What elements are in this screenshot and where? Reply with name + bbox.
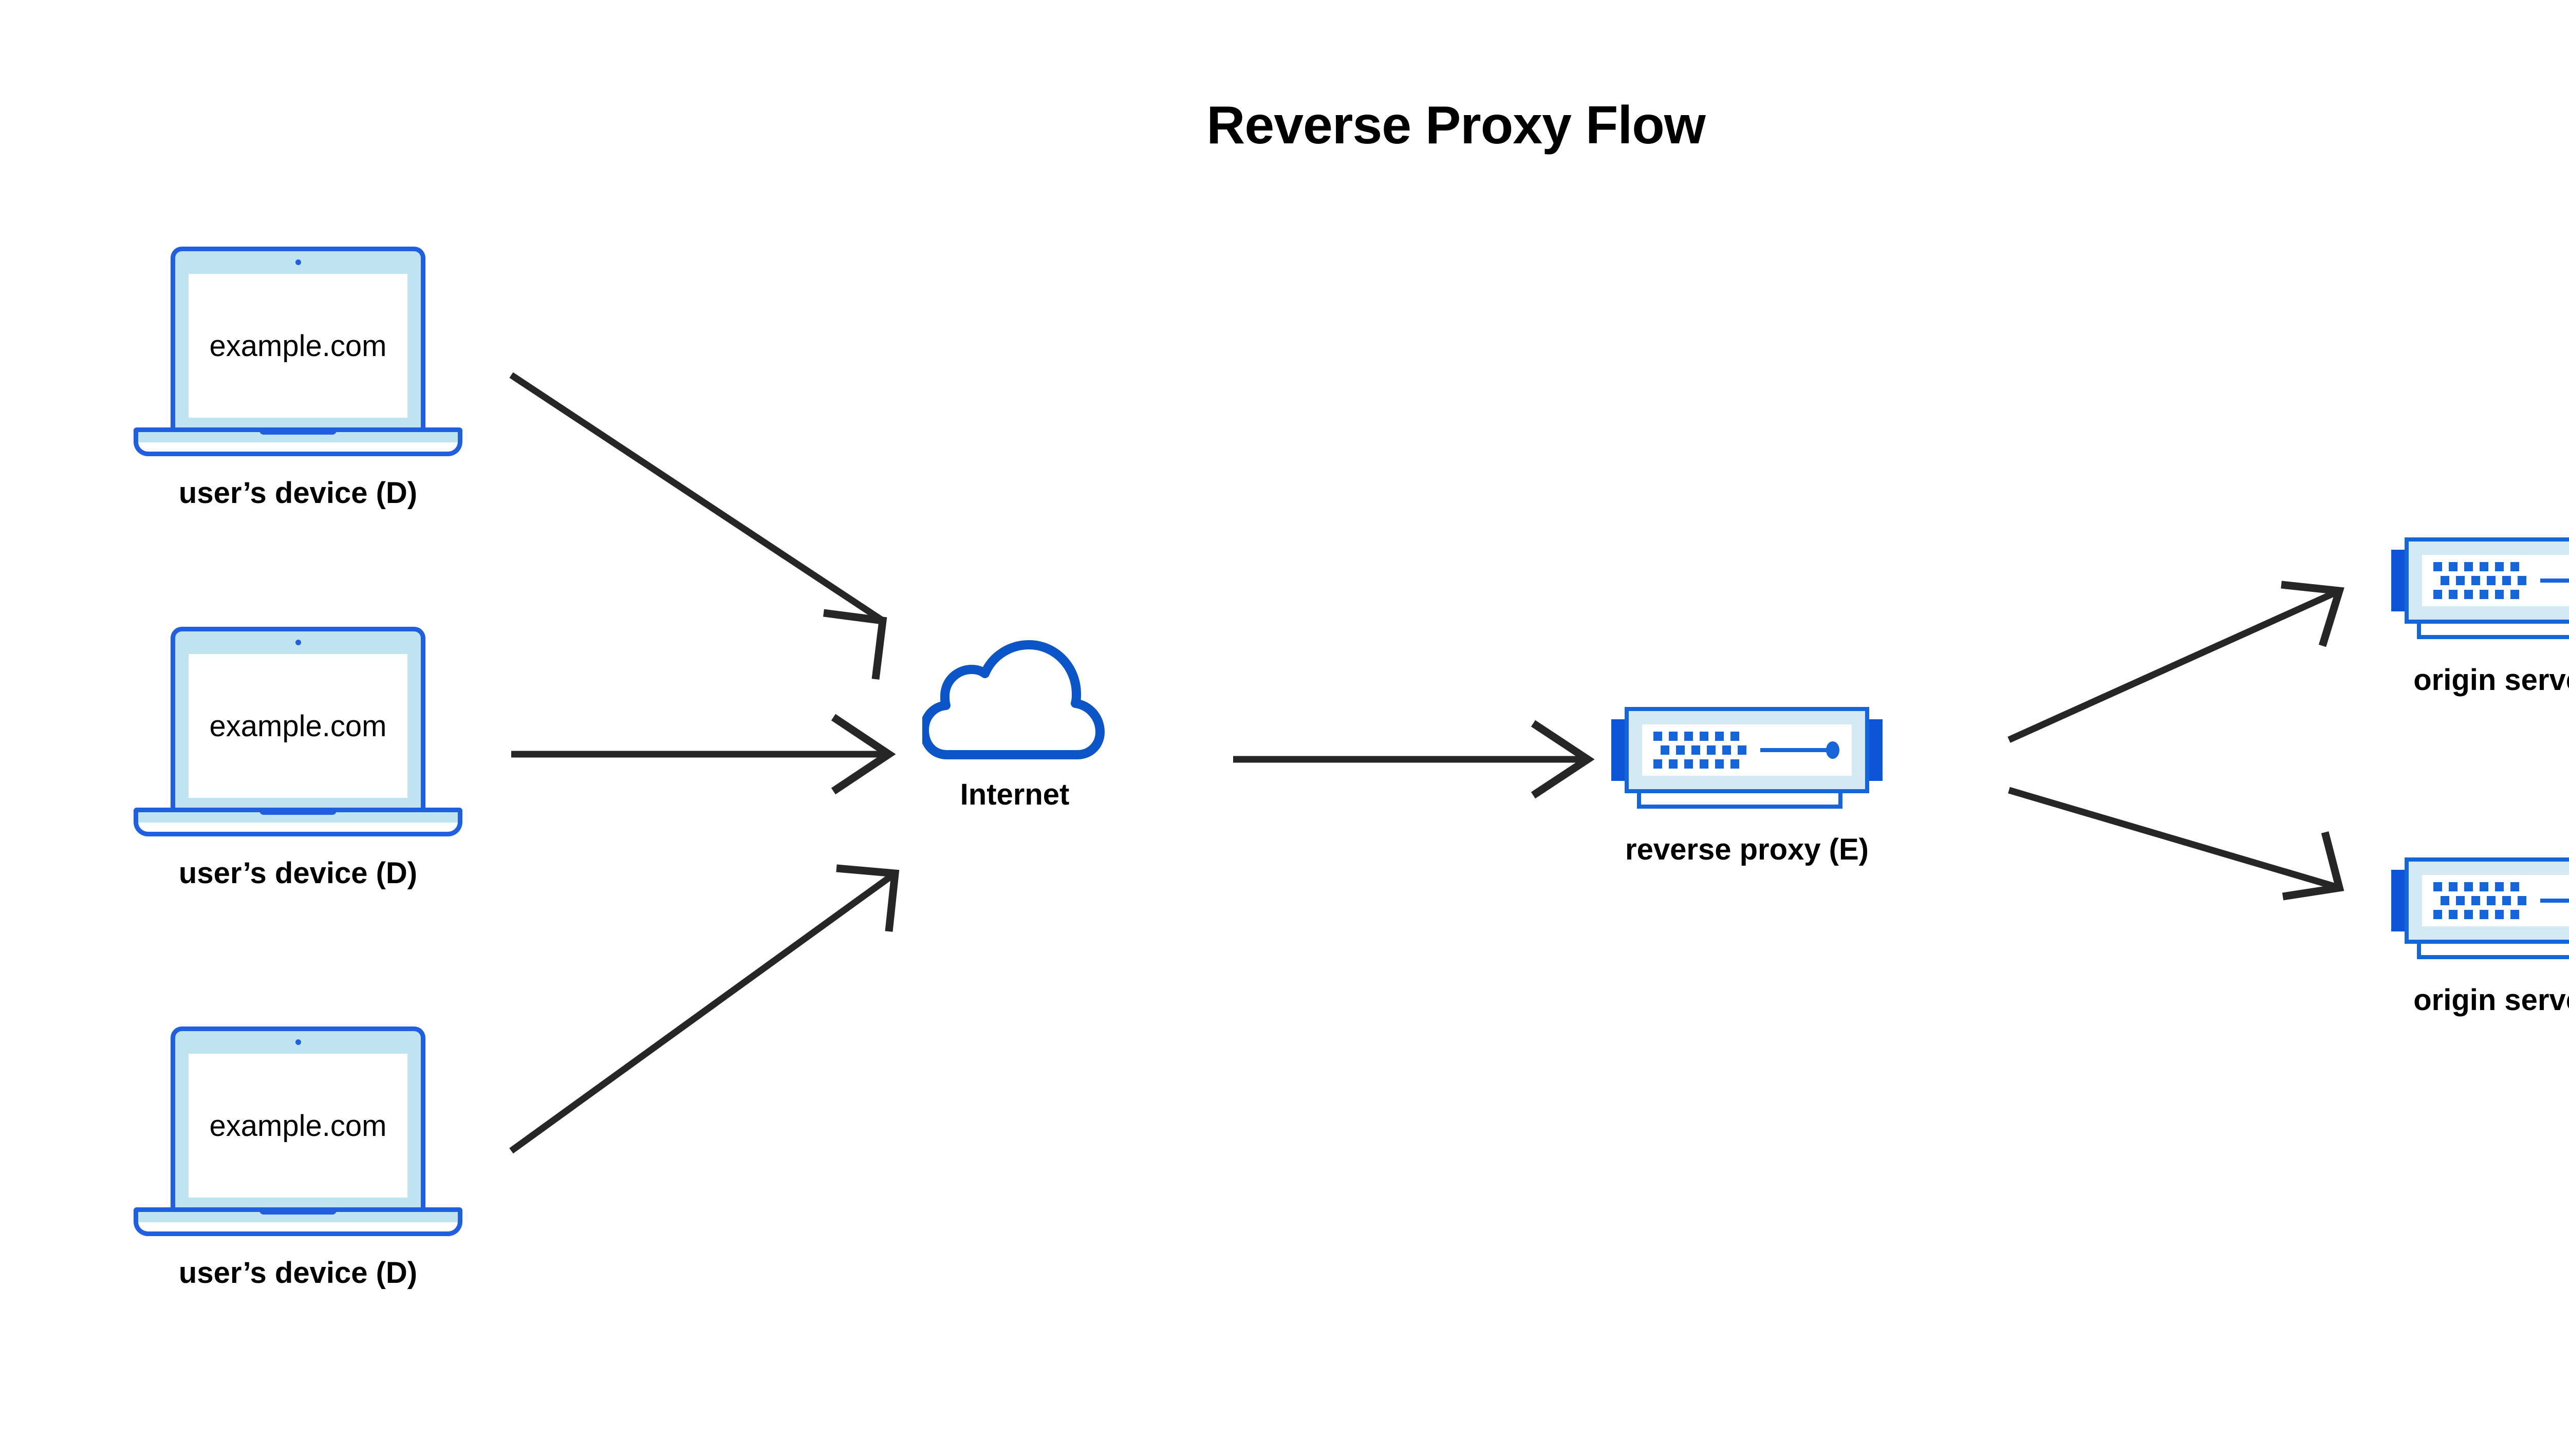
node-label-internet: Internet — [960, 778, 1070, 811]
node-reverse-proxy[interactable]: reverse proxy (E) — [1611, 700, 1883, 866]
cloud-icon — [920, 640, 1107, 768]
laptop-screen: example.com — [189, 654, 407, 798]
server-faceplate — [1642, 724, 1852, 776]
server-shelf — [2417, 624, 2569, 639]
server-shelf — [1637, 793, 1842, 809]
server-vent-dots — [2433, 562, 2526, 599]
node-user-device-2[interactable]: example.com user’s device (D) — [134, 627, 462, 890]
laptop-notch — [259, 808, 337, 815]
server-vent-dots — [1653, 732, 1746, 769]
node-label-user-device-1: user’s device (D) — [178, 476, 418, 510]
laptop-lid: example.com — [171, 627, 425, 817]
arrow-device2-to-internet — [511, 714, 896, 795]
node-origin-server-1[interactable]: origin server (F) — [2391, 530, 2569, 697]
node-label-reverse-proxy: reverse proxy (E) — [1625, 833, 1869, 866]
arrow-internet-to-proxy — [1233, 720, 1595, 799]
node-origin-server-2[interactable]: origin server (F) — [2391, 850, 2569, 1017]
server-tab-left — [2391, 870, 2405, 931]
node-label-user-device-2: user’s device (D) — [178, 856, 418, 890]
arrow-device1-to-internet — [509, 372, 887, 680]
server-icon — [1611, 700, 1883, 813]
server-icon — [2391, 850, 2569, 963]
arrow-device3-to-internet — [509, 864, 900, 1154]
vent-row — [2433, 562, 2521, 571]
laptop-screen: example.com — [189, 274, 407, 418]
vent-row — [1653, 732, 1741, 741]
node-label-origin-server-1: origin server (F) — [2413, 663, 2569, 697]
vent-row — [2441, 896, 2528, 905]
server-body — [2405, 537, 2569, 624]
server-status-bar — [2540, 578, 2569, 583]
node-user-device-3[interactable]: example.com user’s device (D) — [134, 1026, 462, 1290]
vent-row — [2441, 576, 2528, 585]
node-user-device-1[interactable]: example.com user’s device (D) — [134, 247, 462, 510]
page-title: Reverse Proxy Flow — [1206, 96, 1705, 155]
laptop-notch — [259, 427, 337, 435]
server-status-bar — [1760, 748, 1827, 752]
screen-url-text: example.com — [209, 329, 387, 363]
server-icon — [2391, 530, 2569, 643]
laptop-icon: example.com — [134, 627, 462, 843]
server-led-icon — [1826, 741, 1839, 759]
vent-row — [2433, 910, 2521, 919]
laptop-notch — [259, 1207, 337, 1215]
server-shelf — [2417, 944, 2569, 959]
webcam-icon — [295, 259, 301, 265]
arrow-proxy-to-origin2 — [2008, 787, 2344, 901]
laptop-icon: example.com — [134, 247, 462, 462]
webcam-icon — [295, 1039, 301, 1045]
screen-url-text: example.com — [209, 1109, 387, 1143]
server-tab-right — [1869, 719, 1883, 781]
vent-row — [1653, 759, 1741, 769]
server-faceplate — [2422, 875, 2569, 926]
screen-url-text: example.com — [209, 709, 387, 743]
server-tab-left — [1611, 719, 1625, 781]
server-body — [1625, 707, 1869, 793]
laptop-icon: example.com — [134, 1026, 462, 1242]
server-body — [2405, 857, 2569, 944]
node-label-origin-server-2: origin server (F) — [2413, 983, 2569, 1017]
node-label-user-device-3: user’s device (D) — [178, 1256, 418, 1290]
server-vent-dots — [2433, 882, 2526, 919]
server-status-bar — [2540, 899, 2569, 903]
server-faceplate — [2422, 555, 2569, 606]
vent-row — [2433, 882, 2521, 891]
cloud-glyph — [920, 640, 1105, 759]
vent-row — [1661, 745, 1748, 755]
laptop-screen: example.com — [189, 1054, 407, 1198]
server-tab-left — [2391, 550, 2405, 611]
webcam-icon — [295, 640, 301, 645]
vent-row — [2433, 590, 2521, 599]
laptop-lid: example.com — [171, 247, 425, 437]
arrow-proxy-to-origin1 — [2007, 581, 2344, 743]
laptop-lid: example.com — [171, 1026, 425, 1217]
node-internet[interactable]: Internet — [920, 640, 1107, 811]
